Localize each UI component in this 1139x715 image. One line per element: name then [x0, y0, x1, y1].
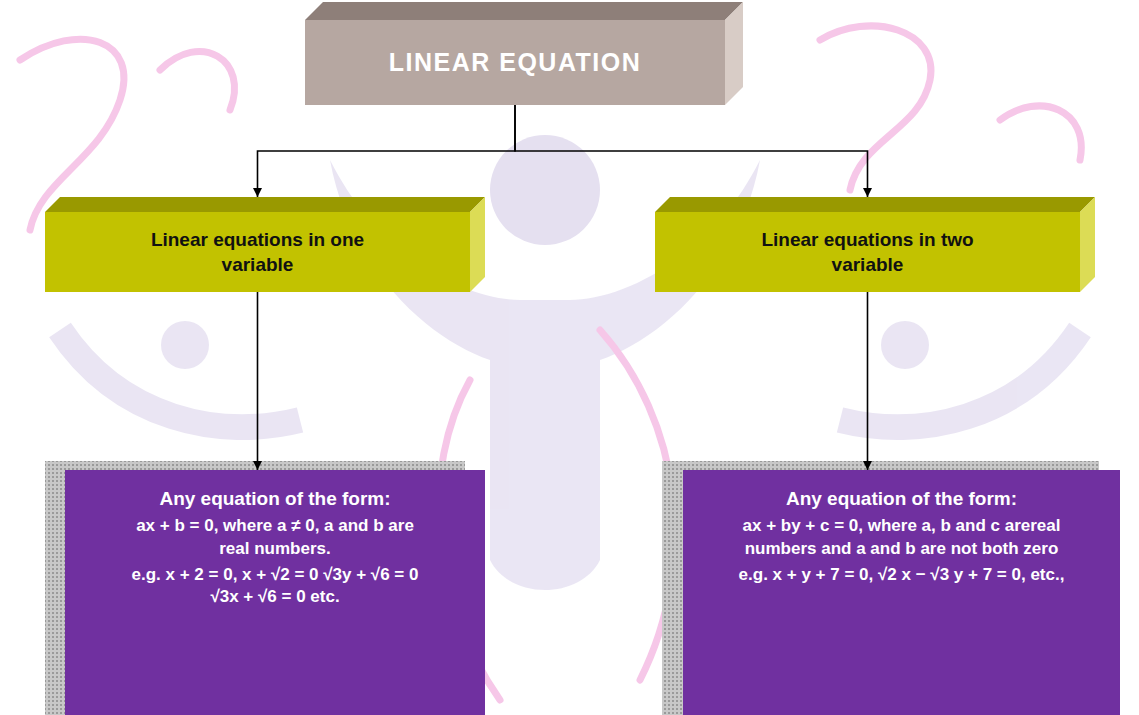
bevel-side	[1080, 197, 1095, 292]
box-heading: Linear equations in one variable	[123, 227, 393, 277]
box-heading: LINEAR EQUATION	[389, 46, 642, 79]
box-text: e.g. x + y + 7 = 0, √2 x − √3 y + 7 = 0,…	[739, 564, 1065, 586]
box-heading: Linear equations in two variable	[733, 227, 1003, 277]
connector-arrow	[867, 292, 869, 470]
definition-box: Any equation of the form: ax + b = 0, whe…	[65, 470, 485, 715]
box-text: ax + b = 0, where a ≠ 0, a and b are rea…	[125, 515, 425, 560]
box-text: e.g. x + 2 = 0, x + √2 = 0 √3y + √6 = 0 …	[125, 564, 425, 609]
root-box: LINEAR EQUATION	[305, 20, 725, 105]
connector-arrow	[515, 105, 868, 197]
bevel-side	[725, 2, 743, 105]
box-text: ax + by + c = 0, where a, b and c arerea…	[737, 515, 1067, 560]
connector-arrow	[257, 292, 259, 470]
bevel-top	[45, 197, 485, 212]
bevel-side	[470, 197, 485, 292]
bevel-top	[305, 2, 743, 20]
definition-box: Any equation of the form: ax + by + c = 0…	[683, 470, 1120, 715]
logo-figure	[60, 135, 1080, 590]
connector-arrow	[258, 105, 516, 197]
category-box: Linear equations in two variable	[655, 212, 1080, 292]
box-heading: Any equation of the form:	[786, 486, 1017, 511]
box-heading: Any equation of the form:	[159, 486, 390, 511]
bevel-top	[655, 197, 1095, 212]
category-box: Linear equations in one variable	[45, 212, 470, 292]
